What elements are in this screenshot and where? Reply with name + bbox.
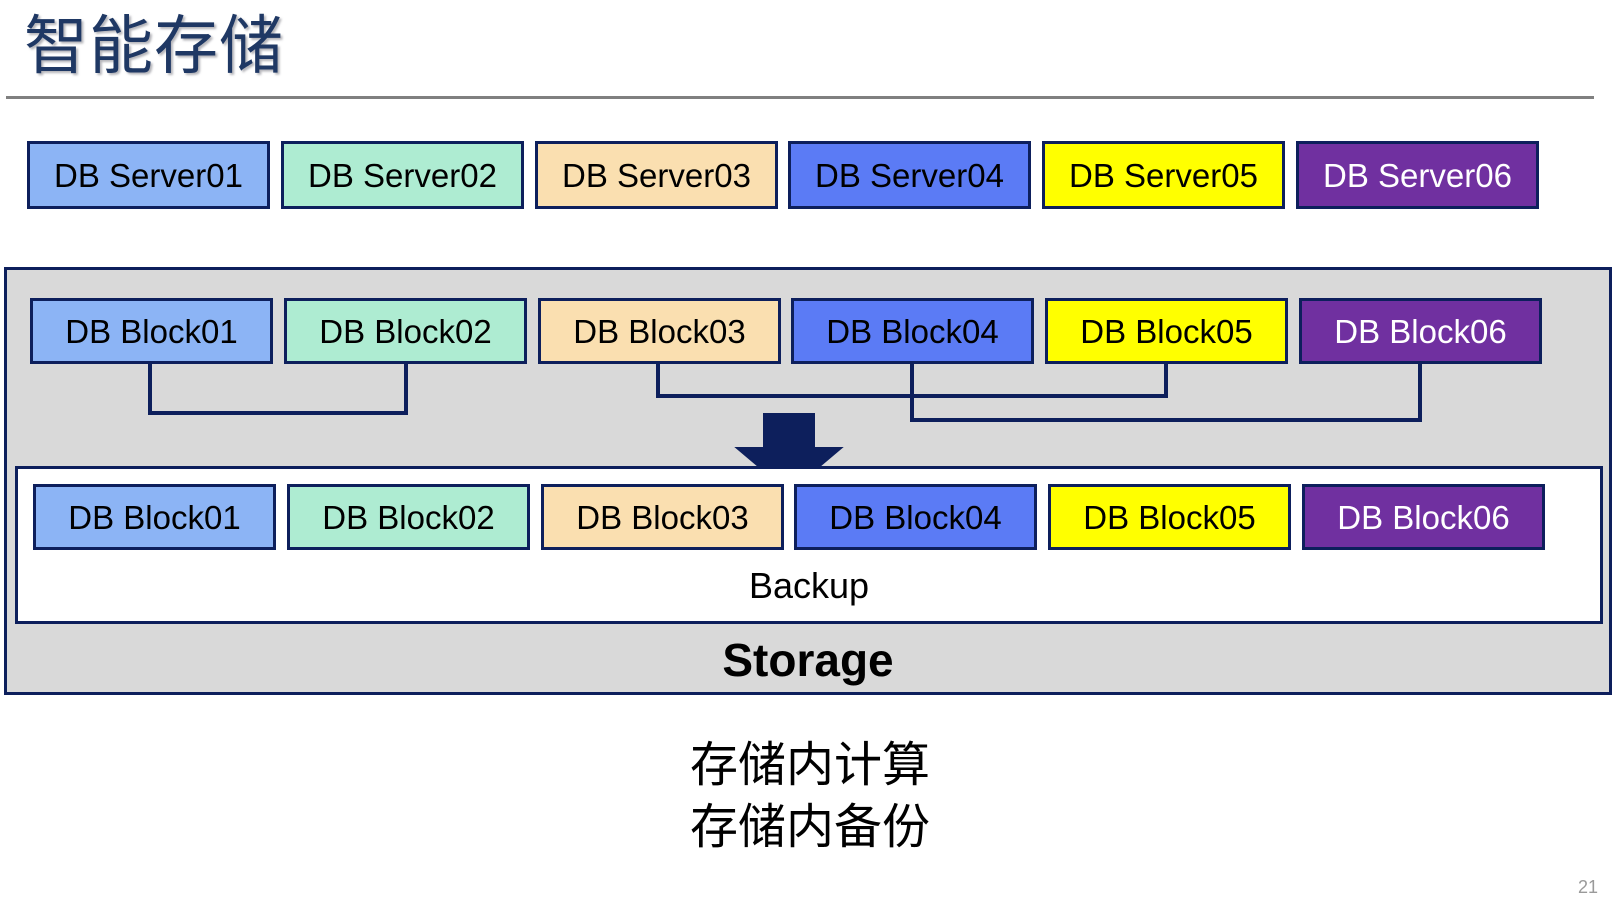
db-block-02-label: DB Block02 (319, 312, 492, 350)
backup-box: DB Block01 DB Block02 DB Block03 DB Bloc… (15, 466, 1603, 624)
backup-db-block-04[interactable]: DB Block04 (794, 484, 1037, 550)
caption-block: 存储内计算 存储内备份 (0, 735, 1620, 859)
backup-label: Backup (748, 565, 870, 606)
backup-db-block-05[interactable]: DB Block05 (1048, 484, 1291, 550)
db-block-06-label: DB Block06 (1334, 312, 1507, 350)
bracket-block03-block05 (656, 364, 1168, 398)
backup-db-block-06[interactable]: DB Block06 (1302, 484, 1545, 550)
bracket-block04-block06 (910, 364, 1422, 422)
db-block-03-label: DB Block03 (573, 312, 746, 350)
bracket-block01-block02 (148, 364, 408, 415)
backup-db-block-02-label: DB Block02 (322, 498, 495, 536)
db-block-04-label: DB Block04 (826, 312, 999, 350)
db-server-02[interactable]: DB Server02 (281, 141, 524, 209)
db-server-03[interactable]: DB Server03 (535, 141, 778, 209)
db-server-05[interactable]: DB Server05 (1042, 141, 1285, 209)
backup-db-block-05-label: DB Block05 (1083, 498, 1256, 536)
db-server-06-label: DB Server06 (1323, 156, 1512, 194)
storage-container: DB Block01 DB Block02 DB Block03 DB Bloc… (4, 267, 1612, 695)
db-server-03-label: DB Server03 (562, 156, 751, 194)
backup-db-block-04-label: DB Block04 (829, 498, 1002, 536)
db-block-04[interactable]: DB Block04 (791, 298, 1034, 364)
backup-db-block-01[interactable]: DB Block01 (33, 484, 276, 550)
db-server-02-label: DB Server02 (308, 156, 497, 194)
backup-db-block-06-label: DB Block06 (1337, 498, 1510, 536)
db-server-05-label: DB Server05 (1069, 156, 1258, 194)
db-block-05[interactable]: DB Block05 (1045, 298, 1288, 364)
db-block-05-label: DB Block05 (1080, 312, 1253, 350)
db-server-06[interactable]: DB Server06 (1296, 141, 1539, 209)
storage-label: Storage (722, 634, 894, 686)
backup-db-block-01-label: DB Block01 (68, 498, 241, 536)
backup-db-block-02[interactable]: DB Block02 (287, 484, 530, 550)
db-block-01-label: DB Block01 (65, 312, 238, 350)
title-divider (6, 96, 1594, 99)
db-server-04-label: DB Server04 (815, 156, 1004, 194)
db-block-03[interactable]: DB Block03 (538, 298, 781, 364)
page-number: 21 (1577, 877, 1598, 897)
caption-line-1: 存储内计算 (689, 739, 930, 792)
db-server-01-label: DB Server01 (54, 156, 243, 194)
backup-db-block-03-label: DB Block03 (576, 498, 749, 536)
page-title: 智能存储 (24, 10, 284, 82)
db-block-01[interactable]: DB Block01 (30, 298, 273, 364)
db-server-01[interactable]: DB Server01 (27, 141, 270, 209)
db-block-06[interactable]: DB Block06 (1299, 298, 1542, 364)
db-block-02[interactable]: DB Block02 (284, 298, 527, 364)
caption-line-2: 存储内备份 (689, 801, 930, 854)
backup-db-block-03[interactable]: DB Block03 (541, 484, 784, 550)
db-server-04[interactable]: DB Server04 (788, 141, 1031, 209)
